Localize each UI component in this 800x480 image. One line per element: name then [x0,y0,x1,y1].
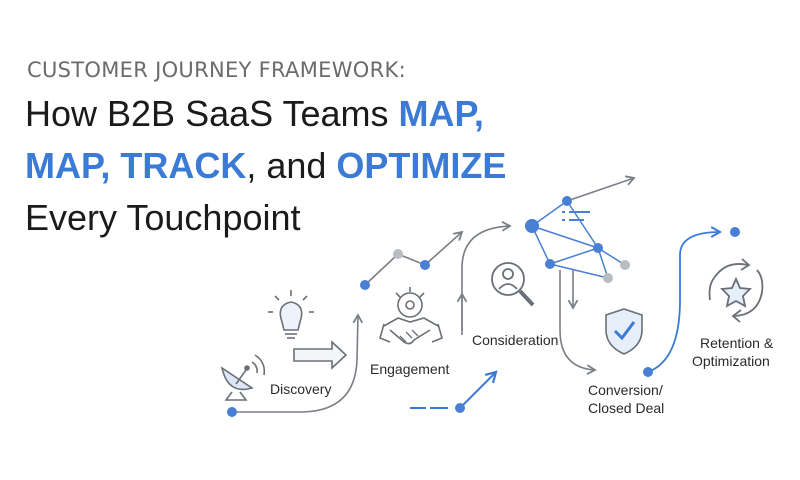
network-node-right [620,260,630,270]
stage-label-engagement: Engagement [370,361,450,377]
network-node-hub [525,219,539,233]
kicker: CUSTOMER JOURNEY FRAMEWORK: [27,58,406,82]
engagement-blue-arrow [459,370,498,409]
cycle-star-icon [708,258,764,323]
headline-highlight-map-track: MAP, TRACK [25,145,247,186]
magnifier-user-icon [491,262,535,307]
retention-start-node [643,367,653,377]
trend-node-3 [420,260,430,270]
stage-label-conversion-1: Conversion/ [588,382,663,398]
lightbulb-icon [268,290,314,339]
headline-line-1-text: How B2B SaaS Teams [25,93,399,134]
headline-line-1: How B2B SaaS Teams MAP, [25,88,506,140]
handshake-gear-icon [379,287,443,345]
shield-check-icon [605,308,643,355]
satellite-dish-icon [220,354,266,401]
headline: How B2B SaaS Teams MAP, MAP, TRACK, and … [25,88,506,244]
stage-label-conversion-2: Closed Deal [588,400,664,416]
trend-node-2 [393,249,403,259]
stage-label-retention-2: Optimization [692,353,770,369]
headline-highlight-map: MAP, [398,93,484,134]
stage-label-consideration: Consideration [472,332,558,348]
retention-end-node [730,227,740,237]
journey-path-engagement [461,221,512,335]
stage-label-retention-1: Retention & [700,335,774,351]
trend-node-1 [360,280,370,290]
network-arrow-line [566,175,636,202]
network-node-top [562,196,572,206]
journey-path-consideration [559,270,597,375]
headline-highlight-optimize: OPTIMIZE [336,145,507,186]
network-node-low [603,273,613,283]
journey-start-node [227,407,237,417]
journey-path-discovery [232,313,364,413]
network-node-mid [593,243,603,253]
headline-line-2: MAP, TRACK, and OPTIMIZE [25,140,506,192]
arrow-right-icon [293,340,348,370]
network-node-bottom [545,259,555,269]
engagement-trend-line [364,230,464,286]
network-graph [531,200,626,279]
stage-label-discovery: Discovery [270,381,331,397]
list-icon [562,211,590,221]
engagement-blue-node [455,403,465,413]
headline-line-2-mid: , and [246,145,337,186]
headline-line-3: Every Touchpoint [25,197,301,238]
journey-path-retention [647,226,723,373]
